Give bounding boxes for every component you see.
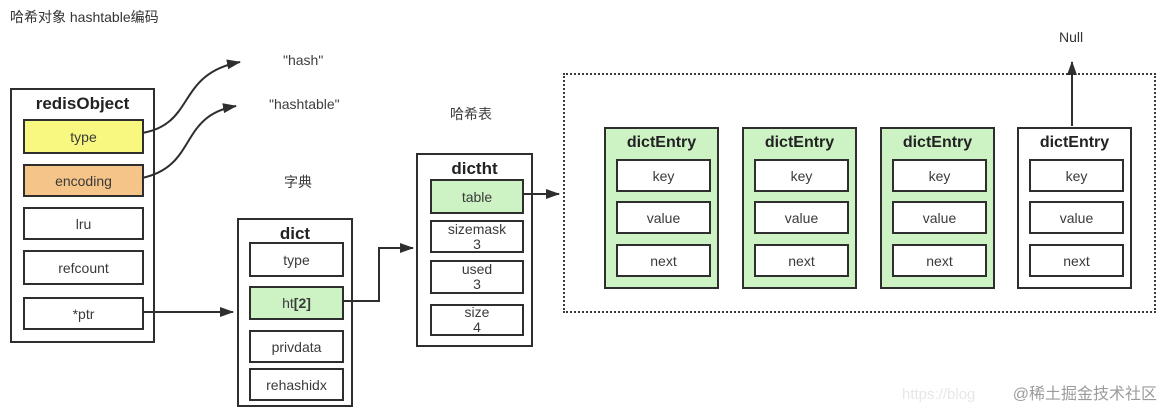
dictht-field-sizemask-label: sizemask <box>447 220 507 237</box>
community-watermark: @稀土掘金技术社区 <box>1012 386 1157 403</box>
arrow-encoding-to-hashtable-icon <box>141 103 237 179</box>
redis-object-field-type: type <box>23 119 144 154</box>
dict-field-ht: ht [2] <box>249 286 344 320</box>
dict-box: dict type ht [2] privdata rehashidx <box>237 218 353 407</box>
dict-field-rehashidx: rehashidx <box>249 368 344 401</box>
dictht-field-size-label: size <box>464 304 490 320</box>
dict-entry-1: dictEntry key value next <box>604 127 719 289</box>
dict-field-ht-count: [2] <box>293 295 311 311</box>
dict-field-privdata: privdata <box>249 330 344 363</box>
dict-entry-1-next: next <box>616 244 711 277</box>
dict-entry-4-value: value <box>1029 201 1124 234</box>
redis-object-box: redisObject type encoding lru refcount *… <box>10 88 155 343</box>
dict-entry-3: dictEntry key value next <box>880 127 995 289</box>
dict-entry-2-key: key <box>754 159 849 192</box>
dictht-field-used-label: used <box>461 261 493 277</box>
dict-entry-2-next: next <box>754 244 849 277</box>
redis-object-field-encoding: encoding <box>23 164 144 197</box>
dictht-title: dictht <box>451 159 498 178</box>
dict-entry-2-title: dictEntry <box>764 134 835 151</box>
dict-entry-3-value: value <box>892 201 987 234</box>
dictht-field-table: table <box>430 179 524 214</box>
dictht-caption: 哈希表 <box>450 106 492 122</box>
dict-field-type: type <box>249 242 344 277</box>
dict-entry-4-next: next <box>1029 244 1124 277</box>
dict-entry-3-title: dictEntry <box>902 134 973 151</box>
redis-object-field-lru: lru <box>23 207 144 240</box>
hashtable-value-label: "hashtable" <box>269 96 340 112</box>
hashtable-bucket-region: dictEntry key value next dictEntry key v… <box>563 73 1156 313</box>
dictht-field-sizemask: sizemask 3 <box>430 220 524 253</box>
dict-field-ht-label: ht <box>282 295 294 311</box>
dictht-field-used: used 3 <box>430 260 524 294</box>
dict-entry-3-next: next <box>892 244 987 277</box>
dict-entry-1-title: dictEntry <box>626 134 697 151</box>
hash-value-label: "hash" <box>283 52 324 68</box>
dictht-field-size-value: 4 <box>473 319 481 335</box>
dict-entry-4-key: key <box>1029 159 1124 192</box>
dictht-box: dictht table sizemask 3 used 3 size 4 <box>416 153 533 347</box>
arrow-ht-to-dictht-icon <box>343 243 414 302</box>
dict-caption: 字典 <box>284 174 312 190</box>
dict-entry-2-value: value <box>754 201 849 234</box>
null-label: Null <box>1059 29 1084 45</box>
url-watermark: https://blog <box>902 386 976 403</box>
dict-title: dict <box>279 224 311 243</box>
arrow-type-to-hash-icon <box>141 59 241 134</box>
dict-entry-4-title: dictEntry <box>1039 134 1110 151</box>
dict-entry-4: dictEntry key value next <box>1017 127 1132 289</box>
redis-object-field-ptr: *ptr <box>23 297 144 330</box>
dictht-field-size: size 4 <box>430 304 524 336</box>
page-title: 哈希对象 hashtable编码 <box>10 9 159 25</box>
dict-entry-1-value: value <box>616 201 711 234</box>
dictht-field-used-value: 3 <box>473 276 481 292</box>
redis-object-title: redisObject <box>35 94 130 113</box>
redis-object-field-refcount: refcount <box>23 250 144 285</box>
dict-entry-1-key: key <box>616 159 711 192</box>
dict-entry-3-key: key <box>892 159 987 192</box>
dict-entry-2: dictEntry key value next <box>742 127 857 289</box>
dictht-field-sizemask-value: 3 <box>473 235 481 252</box>
